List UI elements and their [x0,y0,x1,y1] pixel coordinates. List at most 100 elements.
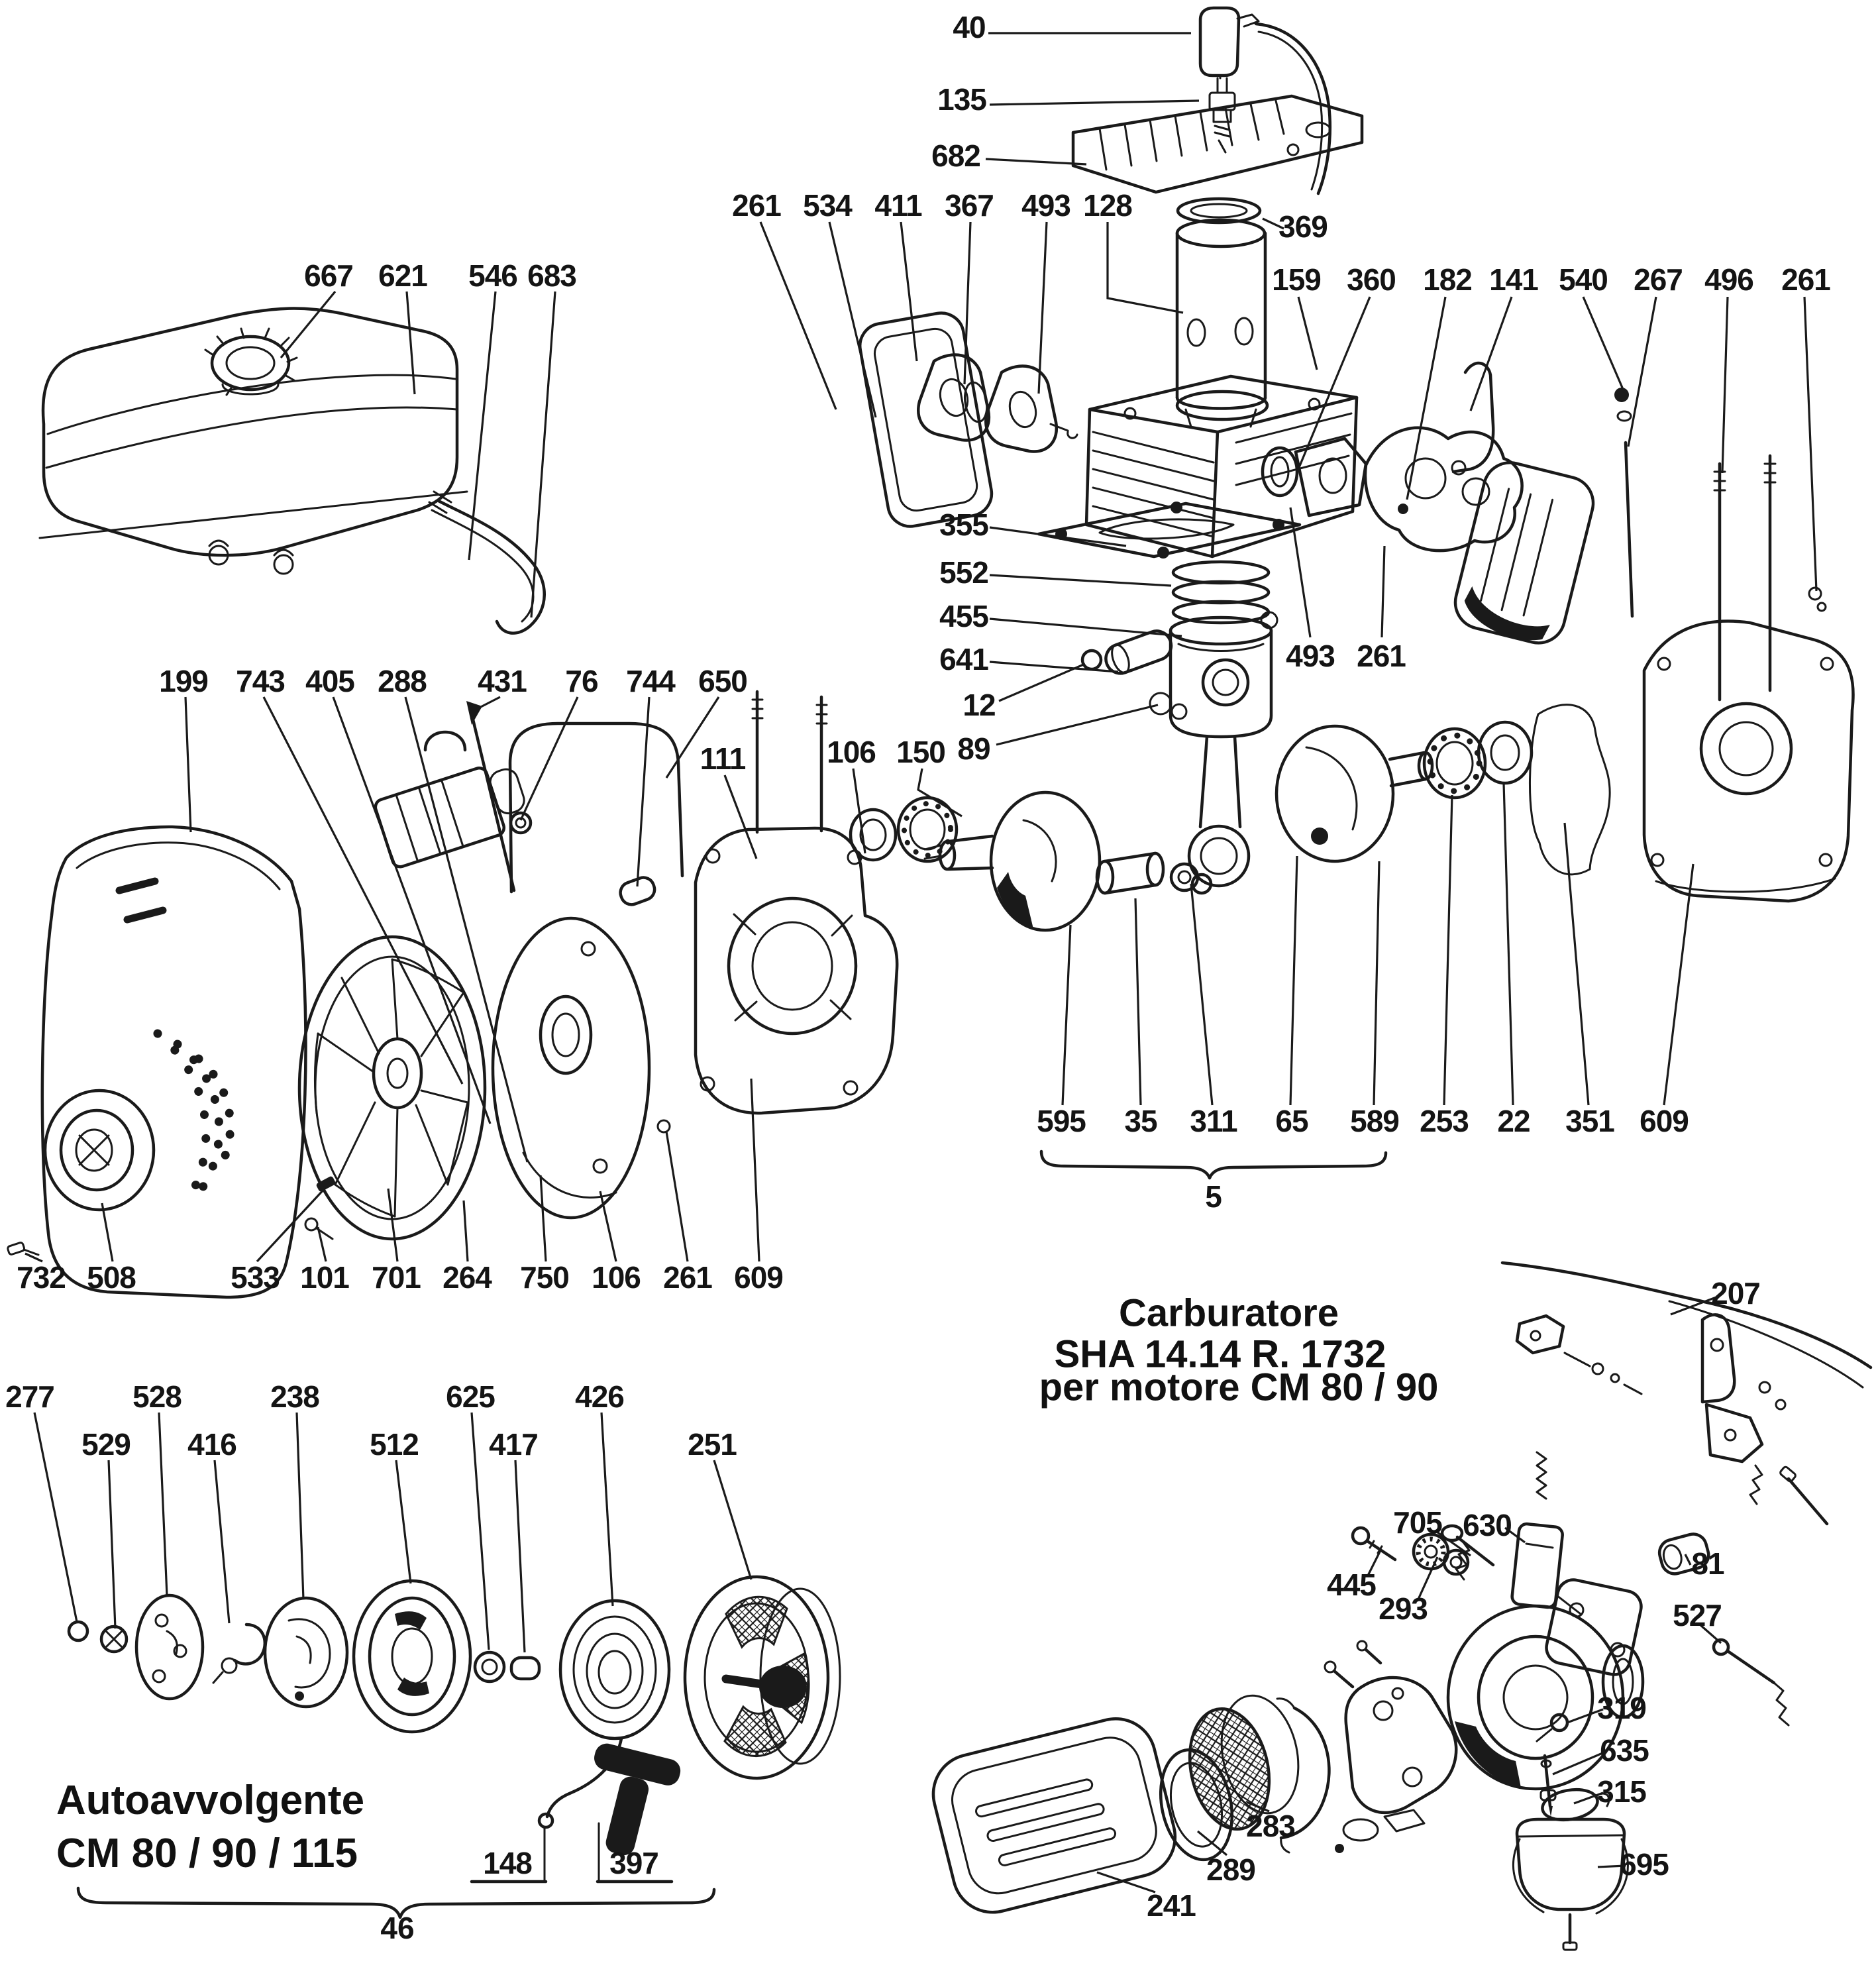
part-label-261: 261 [1781,262,1831,297]
leader-line-238 [295,1412,305,1600]
leader-line-445 [1366,1550,1382,1577]
part-label-641: 641 [939,642,989,676]
carb-small-gaskets [1335,1809,1426,1853]
case-seal [896,796,959,863]
part-label-22: 22 [1497,1104,1530,1138]
leader-line-534 [828,221,877,418]
fuel-tank [38,307,546,635]
part-label-199: 199 [159,664,209,698]
fuel-cap [204,327,298,396]
airbox-cover-241 [931,1717,1177,1914]
crank-washers [1169,862,1213,895]
leader-line-426 [600,1412,614,1607]
leader-line-508 [101,1202,114,1262]
leader-line-630 [1504,1526,1526,1544]
long-studs [1713,454,1777,702]
leader-line-625 [470,1412,490,1650]
leader-line-546 [468,291,497,561]
part-label-106: 106 [827,735,876,769]
leader-line-111 [723,775,758,859]
part-label-683: 683 [527,258,577,293]
part-label-277: 277 [5,1379,55,1414]
leader-line-261 [1381,545,1386,638]
leader-line-701 [387,1188,399,1262]
plug-cap [1198,6,1241,78]
clamp-81 [1657,1532,1710,1576]
part-label-431: 431 [478,664,527,698]
idle-screw-705 [1440,1524,1495,1581]
part-label-405: 405 [305,664,355,698]
leader-line-512 [395,1460,412,1584]
cylinder-head-fins [1071,94,1364,194]
starter-handle [470,1743,681,1884]
leader-line-552 [989,574,1172,587]
leader-line-589 [1373,861,1381,1106]
leader-line-267 [1627,296,1657,447]
recoil-nut-277 [67,1620,129,1654]
advance-lever [1451,361,1495,476]
leader-line-241 [1096,1871,1156,1894]
leader-line-455 [989,617,1182,637]
part-label-76: 76 [565,664,598,698]
exhaust-gasket-2 [984,364,1078,453]
part-label-732: 732 [17,1260,66,1295]
part-label-546: 546 [468,258,518,293]
part-label-744: 744 [626,664,676,698]
group-brace-5 [1039,1149,1388,1180]
leader-line-159 [1297,296,1318,370]
bushing-744 [619,876,656,906]
leader-line-683 [530,291,556,618]
leader-line-635 [1552,1750,1606,1776]
carb-body [1446,1578,1645,1791]
filter-element-283 [1188,1694,1300,1831]
cylinder-sleeve [1175,218,1267,428]
part-label-397: 397 [609,1846,659,1880]
part-label-264: 264 [443,1260,492,1295]
timing-lever [466,701,516,892]
leader-line-128 [1106,222,1184,314]
part-label-267: 267 [1634,262,1683,297]
airbox-screws [1324,1640,1404,1700]
backing-plate [491,916,671,1220]
part-label-148: 148 [483,1846,533,1880]
washers-293 [1412,1532,1470,1576]
wrist-pin [1104,629,1173,675]
part-label-682: 682 [931,138,981,173]
part-label-81: 81 [1691,1546,1724,1581]
crankcase-cover-right [1642,619,1855,903]
leader-line-199 [184,696,192,833]
leader-line-351 [1563,822,1590,1106]
part-label-540: 540 [1559,262,1608,297]
leader-line-695 [1597,1864,1626,1868]
carburetor-heading-line2: SHA 14.14 R. 1732 [1054,1332,1386,1376]
main-pulley-512 [352,1579,472,1734]
leader-line-288 [404,696,529,1163]
recoil-group-label: 46 [380,1911,415,1945]
part-label-238: 238 [270,1379,320,1414]
intake-stub [1261,437,1368,517]
case-bearing [849,808,898,862]
leader-line-182 [1406,296,1447,500]
leader-line-207 [1670,1295,1720,1316]
circlip-right [1260,611,1278,629]
spark-plug [1208,76,1236,154]
leader-line-261 [1803,296,1818,592]
starter-cup [43,1089,156,1212]
leader-line-283 [1246,1801,1270,1813]
leader-line-106 [852,768,866,854]
bolt-540 [1614,388,1632,422]
leader-line-527 [1698,1623,1722,1644]
leader-line-528 [158,1412,168,1596]
part-label-141: 141 [1489,262,1539,297]
part-label-367: 367 [945,188,994,223]
leader-line-22 [1502,782,1514,1106]
leader-line-540 [1582,296,1626,393]
part-label-261: 261 [732,188,782,223]
blower-shroud [40,825,307,1299]
tank-mount-tabs [208,539,294,575]
leader-line-311 [1190,883,1214,1106]
leader-line-319 [1567,1708,1604,1724]
part-label-289: 289 [1206,1852,1256,1887]
